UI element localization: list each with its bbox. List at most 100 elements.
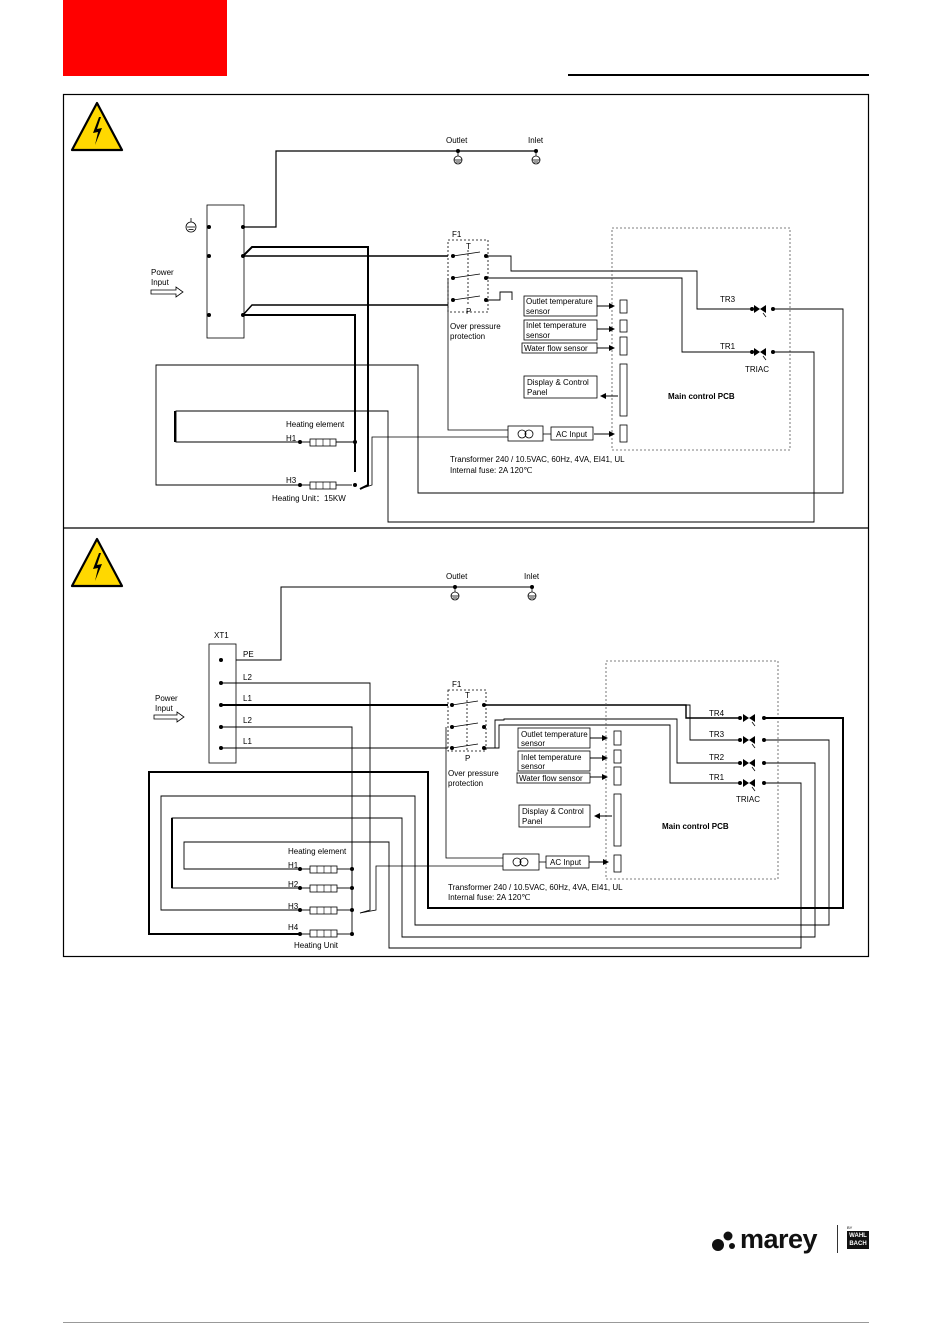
wahlbach-logo: BY WAHL BACH [847,1226,869,1250]
logo-wordmark: marey [740,1224,818,1254]
heating-element-h4 [309,929,338,938]
f1-over-pressure-switch [447,689,487,752]
display-panel-label: Display & Control [527,378,589,387]
ground-icon [453,155,463,165]
header-red-block [63,0,227,76]
inlet-sensor-label: Inlet temperature [521,753,582,762]
main-control-pcb [605,660,779,880]
heating-element-h3 [309,481,337,490]
power-input-label: Input [155,704,174,713]
water-flow-label: Water flow sensor [524,344,588,353]
outlet-sensor-label: sensor [526,307,550,316]
power-input-label: Power [151,268,174,277]
triac-icon [743,759,756,772]
heating-element-label: Heating element [286,420,345,429]
main-control-pcb [611,227,791,451]
header-rule [568,74,869,76]
ground-icon [450,591,460,601]
electric-hazard-icon [70,101,124,152]
diagram-2: Outlet Inlet XT1 PE L2 L1 L2 L1 Power In… [70,537,844,950]
connector [619,336,628,356]
main-pcb-label: Main control PCB [662,822,729,831]
h1-label: H1 [286,434,297,443]
tr4-label: TR4 [709,709,725,718]
outlet-sensor-label: sensor [521,739,545,748]
over-pressure-label: protection [448,779,483,788]
terminal-label: L1 [243,694,252,703]
connector [613,730,622,746]
electric-hazard-icon [70,537,124,588]
triac-label: TRIAC [745,365,769,374]
connector [619,319,628,333]
heating-unit-label: Heating Unit [294,941,339,950]
tr2-label: TR2 [709,753,725,762]
inlet-label: Inlet [524,572,540,581]
h3-label: H3 [288,902,299,911]
logo-brand-line: WAHL [849,1233,867,1239]
over-pressure-label: Over pressure [450,322,501,331]
heating-unit-label: Heating Unit：15KW [272,494,346,503]
over-pressure-label: Over pressure [448,769,499,778]
heating-element-h1 [309,865,338,874]
terminal-label: L2 [243,673,252,682]
display-panel-label: Panel [527,388,548,397]
terminal-block [206,204,245,339]
f1-label: F1 [452,680,462,689]
transformer-icon [512,857,529,867]
logo-brand-line: BACH [849,1241,867,1247]
triac-label: TRIAC [736,795,760,804]
triac-icon [743,779,756,792]
power-input-label: Power [155,694,178,703]
heating-element-label: Heating element [288,847,347,856]
h3-label: H3 [286,476,297,485]
transformer-box [507,425,544,442]
water-drops-icon [712,1231,735,1251]
inlet-sensor-box [517,750,591,772]
inlet-label: Inlet [528,136,544,145]
f1-label: F1 [452,230,462,239]
power-arrow-icon [150,286,184,298]
ac-input-label: AC Input [550,858,582,867]
inlet-sensor-box [523,319,598,341]
triac-icon [754,305,767,318]
xt1-label: XT1 [214,631,229,640]
ground-icon [531,155,541,165]
main-pcb-label: Main control PCB [668,392,735,401]
terminal-label: L2 [243,716,252,725]
outlet-label: Outlet [446,572,468,581]
water-flow-label: Water flow sensor [519,774,583,783]
f1-p-label: P [466,307,471,316]
over-pressure-label: protection [450,332,485,341]
display-panel-box [523,375,598,399]
h4-label: H4 [288,923,299,932]
ground-icon [185,218,197,233]
outlet-label: Outlet [446,136,468,145]
marey-logo: marey BY WAHL BACH [710,1222,870,1258]
connector [613,793,622,847]
terminal-block-xt1 [208,643,237,764]
logo-brand-box: WAHL BACH [847,1231,869,1249]
heating-element-h2 [309,884,338,893]
outlet-sensor-label: Outlet temperature [526,297,593,306]
triac-icon [743,714,756,727]
transformer-spec: Transformer 240 / 10.5VAC, 60Hz, 4VA, EI… [450,455,625,464]
diagram-frame [62,93,870,958]
logo-by: BY [847,1225,853,1230]
f1-t-label: T [465,691,470,700]
connector [613,766,622,786]
f1-t-label: T [466,242,471,251]
outlet-sensor-label: Outlet temperature [521,730,588,739]
inlet-sensor-label: Inlet temperature [526,321,587,330]
tr3-label: TR3 [709,730,725,739]
h1-label: H1 [288,861,299,870]
heating-element-h3 [309,906,338,915]
connector [613,749,622,764]
internal-fuse-spec: Internal fuse: 2A 120℃ [450,466,532,475]
bottom-rule [63,1322,869,1323]
connector [619,363,628,417]
terminal-label: L1 [243,737,252,746]
inlet-sensor-label: sensor [521,762,545,771]
transformer-spec: Transformer 240 / 10.5VAC, 60Hz, 4VA, EI… [448,883,623,892]
triac-icon [743,736,756,749]
